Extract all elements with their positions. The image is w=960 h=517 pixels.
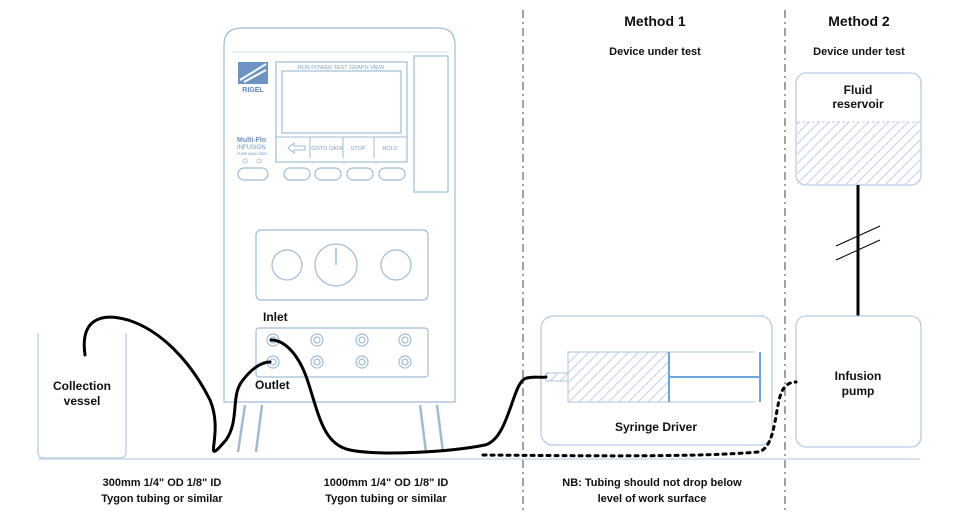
infusion-pump-label-2: pump (842, 384, 875, 398)
long-tubing-caption-1: 1000mm 1/4" OD 1/8" ID (324, 477, 449, 489)
collection-vessel-label-2: vessel (64, 394, 101, 408)
power-button[interactable] (237, 167, 269, 181)
port-row-top (266, 333, 412, 347)
indicator-icon-left (242, 158, 248, 164)
fluid-reservoir-fill (797, 122, 920, 184)
tubing-note-2: level of work surface (598, 493, 707, 505)
product-line-1: Multi-Flo (237, 137, 266, 144)
syringe-driver-label: Syringe Driver (615, 420, 697, 434)
infusion-pump-label-1: Infusion (835, 369, 882, 383)
analyser-leg-left (236, 404, 247, 453)
softkey-label-goto: GOTO DATA (311, 146, 343, 152)
collection-vessel-label-1: Collection (53, 379, 111, 393)
method1-title: Method 1 (624, 13, 686, 29)
side-panel (413, 55, 449, 193)
analyser-leg-left-inner (254, 404, 264, 453)
softkey-button-2[interactable] (314, 167, 342, 181)
analyser-leg-right (435, 404, 445, 453)
display-header: RUN POWER TEST GRAPH VIEW (298, 65, 385, 71)
port-connector (358, 358, 366, 366)
tubing-break-mark-2 (835, 239, 881, 261)
outlet-label: Outlet (255, 378, 290, 392)
port-connector (313, 336, 321, 344)
syringe-tip (545, 372, 569, 382)
display-screen (281, 70, 402, 134)
inlet-tubing-1000mm (269, 338, 548, 455)
product-line-3: PUMP ANALYSER (237, 152, 267, 156)
analyser-leg-right-inner (418, 404, 428, 453)
softkey-label-hold: HOLD (382, 146, 397, 152)
tubing-break-mark-1 (835, 225, 881, 247)
method2-subtitle: Device under test (813, 46, 905, 58)
softkey-button-3[interactable] (346, 167, 374, 181)
port-panel (255, 327, 429, 378)
back-arrow-icon (287, 141, 306, 155)
port-row-bottom (266, 355, 412, 369)
inlet-label: Inlet (263, 310, 288, 324)
method2-title: Method 2 (828, 13, 890, 29)
short-tubing-caption-2: Tygon tubing or similar (101, 493, 223, 505)
softkey-button-1[interactable] (283, 167, 311, 181)
long-tubing-caption-2: Tygon tubing or similar (325, 493, 447, 505)
port-connector (401, 336, 409, 344)
fluid-reservoir-label-1: Fluid (844, 83, 873, 97)
infusion-pump-analyser: RIGEL Multi-Flo INFUSION PUMP ANALYSER R… (223, 27, 456, 453)
indicator-icon-right (256, 158, 262, 164)
short-tubing-caption-1: 300mm 1/4" OD 1/8" ID (103, 477, 222, 489)
infusion-pump-tubing (481, 380, 798, 458)
port-connector (358, 336, 366, 344)
syringe-barrel (567, 351, 670, 403)
right-control-knob[interactable] (380, 249, 412, 281)
left-control-knob[interactable] (271, 249, 303, 281)
method1-subtitle: Device under test (609, 46, 701, 58)
rigel-brand: RIGEL (242, 87, 264, 94)
tubing-note-1: NB: Tubing should not drop below (562, 477, 742, 489)
softkey-button-4[interactable] (378, 167, 406, 181)
outlet-tubing-300mm (82, 315, 272, 453)
port-connector (401, 358, 409, 366)
softkey-label-stop: STOP (351, 146, 366, 152)
fluid-reservoir-label-2: reservoir (832, 97, 884, 111)
collection-vessel (37, 333, 127, 459)
rigel-logo-swoosh (239, 63, 267, 83)
product-line-2: INFUSION (237, 145, 266, 151)
port-connector (313, 358, 321, 366)
